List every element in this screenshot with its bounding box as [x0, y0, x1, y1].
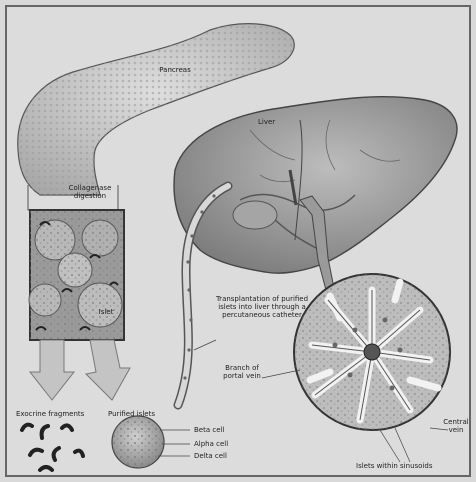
digestion-box: [29, 210, 124, 340]
label-islet: Islet: [94, 308, 118, 316]
label-exocrine-fragments: Exocrine fragments: [16, 410, 84, 418]
label-liver: Liver: [258, 118, 275, 126]
label-purified-islets: Purified islets: [108, 410, 155, 418]
label-beta-cell: Beta cell: [194, 426, 224, 434]
label-branch-of-portal-vein: Branch of portal vein: [218, 364, 266, 380]
label-central-vein: Central vein: [440, 418, 472, 434]
label-collagenase-digestion: Collagenase digestion: [60, 184, 120, 200]
label-alpha-cell: Alpha cell: [194, 440, 228, 448]
label-delta-cell: Delta cell: [194, 452, 227, 460]
label-transplantation: Transplantation of purified islets into …: [214, 295, 310, 319]
sinusoid-magnified-drawing: [294, 274, 450, 430]
label-pancreas: Pancreas: [150, 66, 200, 74]
label-islets-within-sinusoids: Islets within sinusoids: [356, 462, 432, 470]
